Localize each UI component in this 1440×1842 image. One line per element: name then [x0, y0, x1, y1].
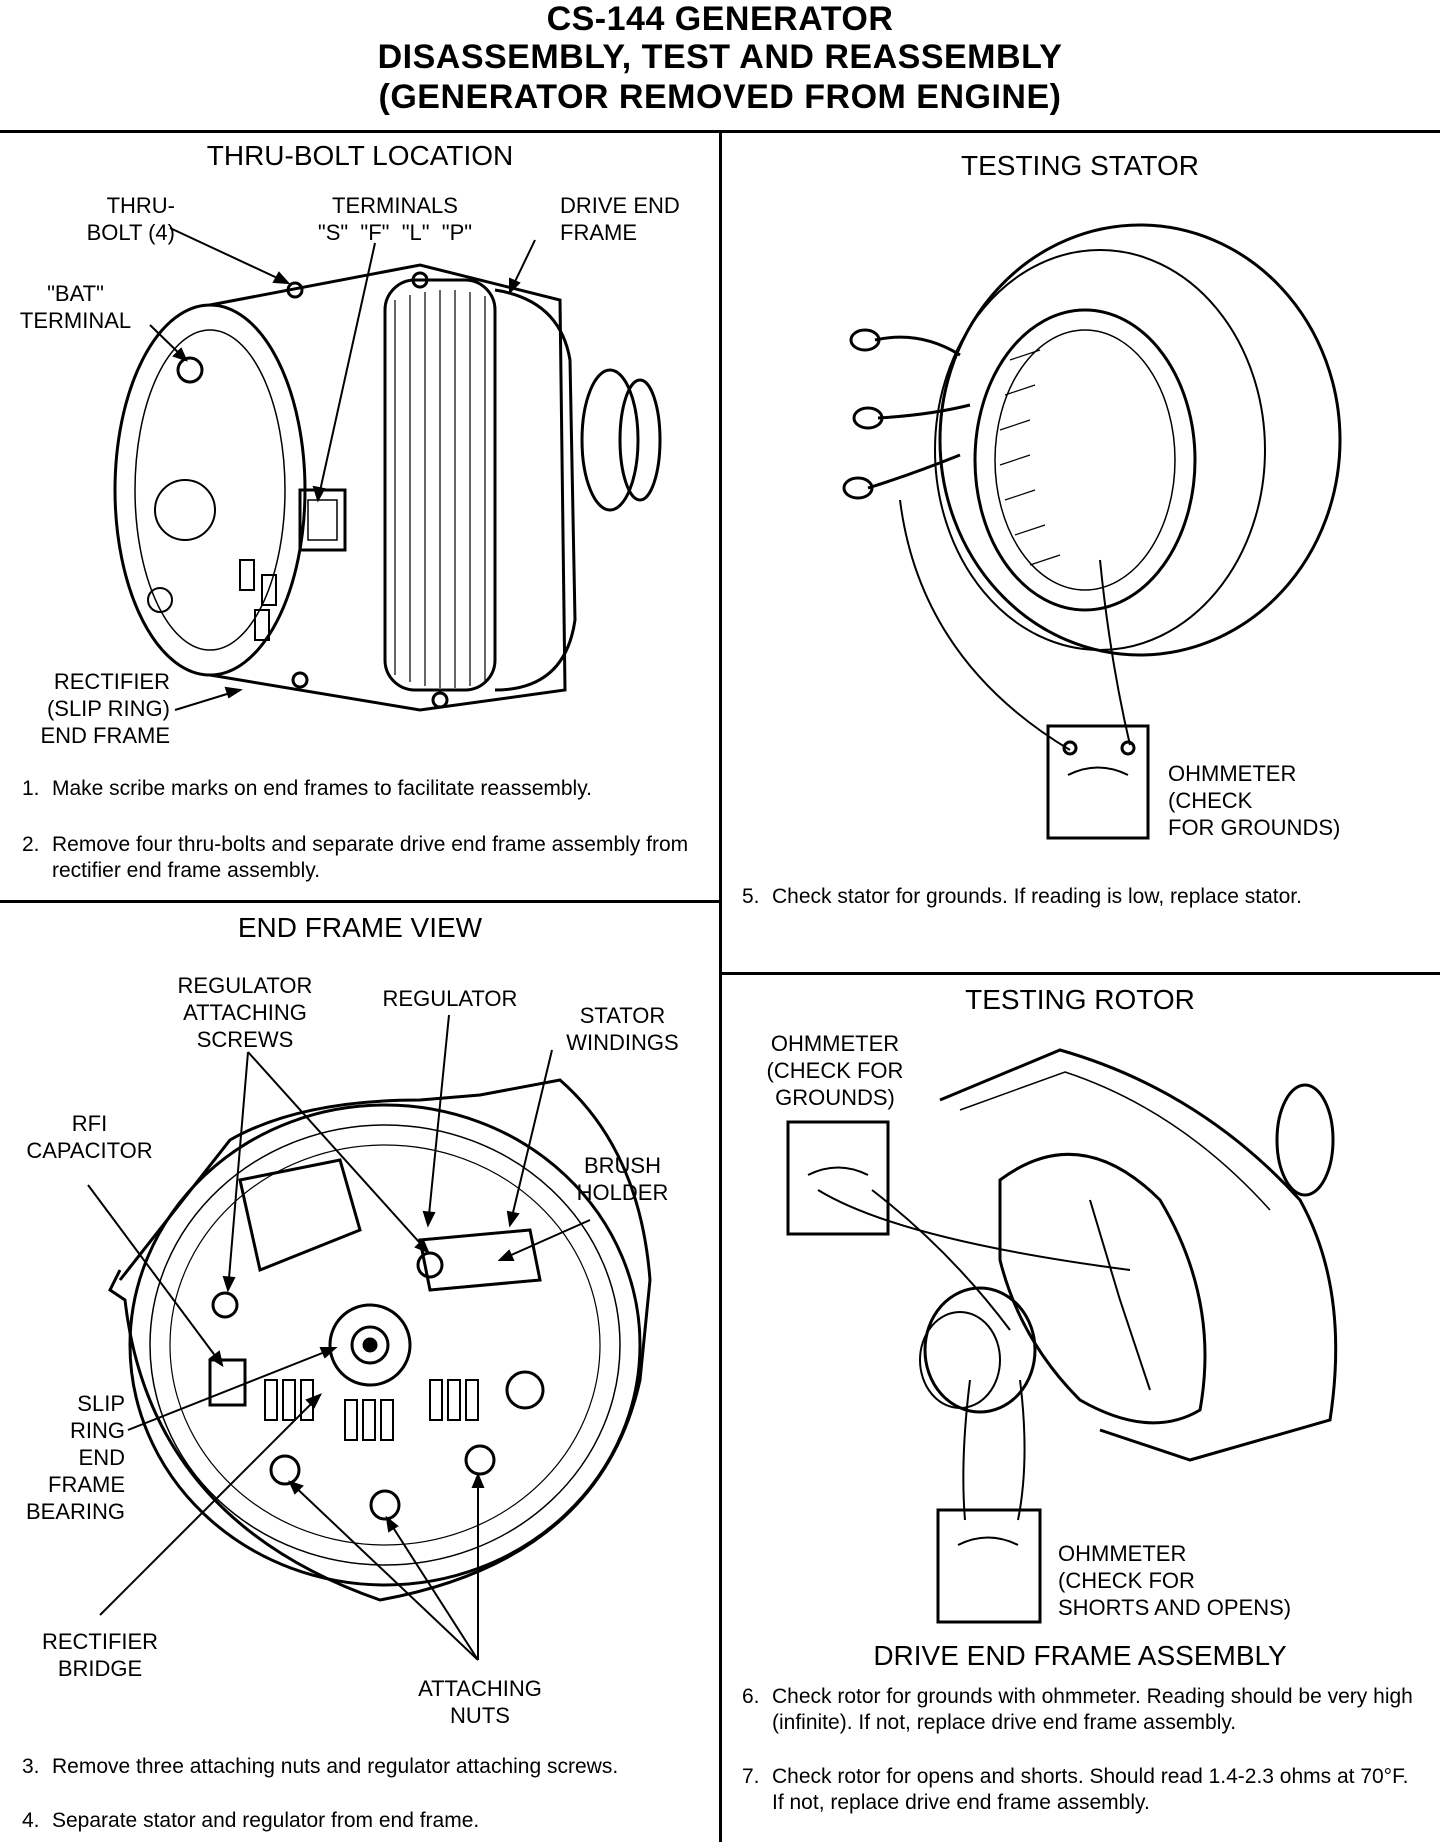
step-number: 4. [22, 1809, 40, 1832]
bearing-shape [328, 1303, 412, 1387]
label-ohmmeter-grounds: OHMMETER (CHECK FOR GROUNDS) [766, 1031, 904, 1110]
stator-band-shape [383, 278, 497, 692]
stator-lead-shape [874, 335, 961, 357]
bat-terminal-shape [176, 356, 204, 384]
ohmmeter-shape [786, 1120, 890, 1236]
rfi-capacitor-shape [208, 1358, 247, 1407]
label-attaching-nuts: ATTACHING NUTS [418, 1676, 542, 1728]
label-drive-end-frame: DRIVE END FRAME [560, 193, 680, 245]
step-item: 7. Check rotor for opens and shorts. Sho… [742, 1764, 1422, 1816]
step-text: Separate stator and regulator from end f… [52, 1809, 480, 1832]
label-ohmmeter-shorts: OHMMETER (CHECK FOR SHORTS AND OPENS) [1058, 1541, 1292, 1620]
attaching-nut-shape [269, 1454, 301, 1486]
section-title-testing-stator: TESTING STATOR [960, 150, 1199, 181]
step-text: Check rotor for grounds with ohmmeter. R… [772, 1685, 1413, 1734]
label-regulator-screws: REGULATOR ATTACHING SCREWS [177, 973, 313, 1052]
brush-holder-shape [418, 1228, 542, 1292]
step-number: 3. [22, 1755, 40, 1778]
drive-end-frame-assembly-shape [939, 1048, 1338, 1462]
step-text: Check rotor for opens and shorts. Should… [772, 1765, 1409, 1814]
stator-core-inner [973, 308, 1197, 612]
pulley-shape [580, 368, 640, 512]
label-rectifier-bridge: RECTIFIER BRIDGE [41, 1629, 159, 1681]
step-text: Remove four thru-bolts and separate driv… [52, 833, 689, 882]
attaching-nut-shape [464, 1444, 496, 1476]
label-drive-end-frame-assembly: DRIVE END FRAME ASSEMBLY [873, 1640, 1287, 1671]
step-number: 5. [742, 885, 760, 908]
label-rectifier-end-frame: RECTIFIER (SLIP RING) END FRAME [40, 669, 170, 748]
label-regulator: REGULATOR [382, 986, 518, 1011]
label-slip-ring-bearing: SLIP RING END FRAME BEARING [25, 1391, 125, 1524]
generator-body-shape [209, 263, 567, 712]
slip-ring-shape [923, 1286, 1037, 1414]
step-number: 2. [22, 833, 40, 856]
right-panel-divider [720, 972, 1440, 975]
step-number: 6. [742, 1685, 760, 1708]
drive-end-frame-shape [494, 288, 577, 692]
section-title-thru-bolt: THRU-BOLT LOCATION [206, 140, 514, 171]
label-stator-windings: STATOR WINDINGS [566, 1003, 679, 1055]
label-brush-holder: BRUSH HOLDER [576, 1153, 669, 1205]
step-item: 6. Check rotor for grounds with ohmmeter… [742, 1684, 1422, 1736]
label-thru-bolt: THRU- BOLT (4) [86, 193, 175, 245]
page-title-line-1: CS-144 GENERATOR [546, 0, 894, 38]
attaching-nut-shape [369, 1489, 401, 1521]
step-item: 4. Separate stator and regulator from en… [22, 1808, 702, 1834]
label-ohmmeter-grounds: OHMMETER (CHECK FOR GROUNDS) [1168, 761, 1341, 840]
stator-illustration [842, 223, 1342, 840]
step-item: 1. Make scribe marks on end frames to fa… [22, 776, 702, 802]
step-text: Remove three attaching nuts and regulato… [52, 1755, 619, 1778]
step-text: Check stator for grounds. If reading is … [772, 885, 1302, 908]
ohmmeter-shape [936, 1508, 1042, 1624]
regulator-plate-shape [238, 1158, 362, 1273]
step-text: Make scribe marks on end frames to facil… [52, 777, 592, 800]
ohmmeter-shape [1046, 724, 1150, 840]
step-item: 5. Check stator for grounds. If reading … [742, 884, 1422, 910]
section-title-end-frame: END FRAME VIEW [237, 912, 483, 943]
label-rfi-capacitor: RFI CAPACITOR [26, 1111, 153, 1163]
label-terminals: TERMINALS "S" "F" "L" "P" [317, 193, 473, 245]
step-item: 3. Remove three attaching nuts and regul… [22, 1754, 702, 1780]
rotor-pole-shape [998, 1152, 1207, 1425]
page-title-line-3: (GENERATOR REMOVED FROM ENGINE) [378, 78, 1062, 116]
page-title-line-2: DISASSEMBLY, TEST AND REASSEMBLY [377, 38, 1063, 76]
left-panel-divider [0, 900, 720, 903]
step-item: 2. Remove four thru-bolts and separate d… [22, 832, 702, 884]
generator-illustration [113, 227, 662, 712]
step-number: 7. [742, 1765, 760, 1788]
stator-windings-shape [128, 1103, 642, 1587]
label-bat-terminal: "BAT" TERMINAL [19, 281, 132, 333]
stator-core-outer [938, 223, 1342, 657]
step-number: 1. [22, 777, 40, 800]
section-title-testing-rotor: TESTING ROTOR [965, 984, 1195, 1015]
end-frame-illustration [87, 1014, 652, 1661]
center-divider [719, 130, 722, 1842]
rectifier-bridge-fins [264, 1379, 479, 1441]
